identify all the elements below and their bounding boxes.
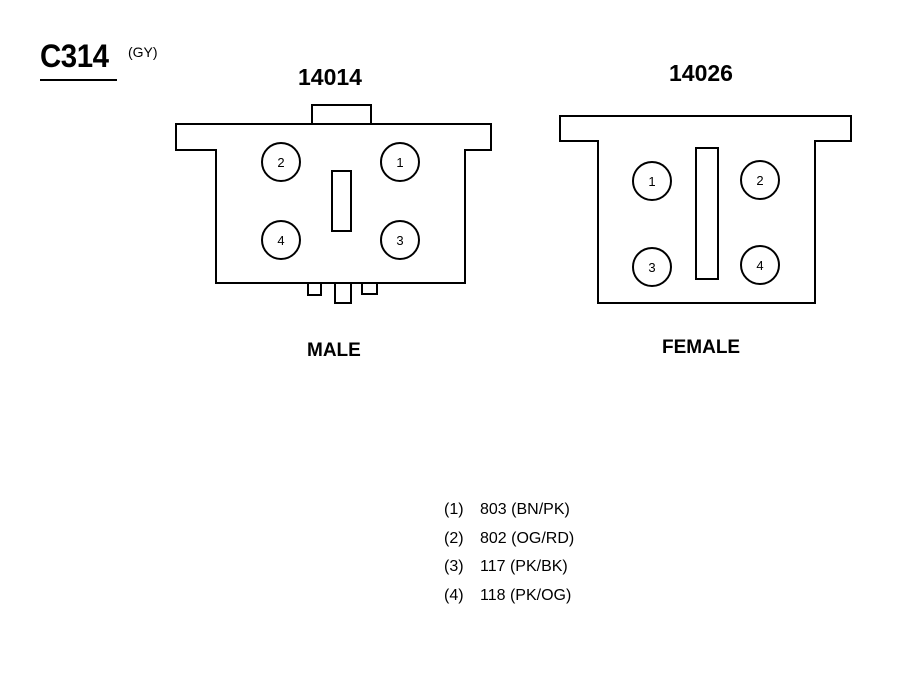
pinout-row: (2) 802 (OG/RD)	[444, 525, 574, 554]
female-pin-circle	[740, 160, 780, 200]
pinout-circuit: 118 (PK/OG)	[480, 586, 572, 604]
pinout-row: (3) 117 (PK/BK)	[444, 553, 574, 582]
male-key-slot	[331, 170, 352, 232]
female-pin-label: 1	[648, 174, 655, 189]
male-pin-circle	[261, 220, 301, 260]
female-pin-circle	[632, 247, 672, 287]
pinout-row: (1) 803 (BN/PK)	[444, 496, 574, 525]
pinout-pin: (2)	[444, 529, 464, 547]
connector-color-code: (GY)	[128, 44, 158, 60]
female-pin-label: 4	[756, 258, 763, 273]
female-pin-circle	[632, 161, 672, 201]
male-pin-label: 3	[396, 233, 403, 248]
male-pin-circle	[380, 220, 420, 260]
female-connector-body	[559, 115, 852, 304]
female-pin-label: 3	[648, 260, 655, 275]
female-key-slot	[695, 147, 719, 280]
pinout-circuit: 802 (OG/RD)	[480, 529, 575, 547]
male-pin-label: 4	[277, 233, 284, 248]
pinout-circuit: 117 (PK/BK)	[480, 558, 568, 575]
connector-id: C314	[40, 38, 109, 74]
female-pin-circle	[740, 245, 780, 285]
title-underline	[40, 79, 117, 81]
pinout-pin: (4)	[444, 586, 464, 604]
male-pin-label: 2	[277, 155, 284, 170]
pinout-circuit: 803 (BN/PK)	[480, 501, 570, 518]
pinout-list: (1) 803 (BN/PK) (2) 802 (OG/RD) (3) 117 (PK…	[444, 496, 574, 610]
male-label: MALE	[307, 340, 361, 361]
pinout-row: (4) 118 (PK/OG)	[444, 582, 574, 611]
male-part-number: 14014	[298, 64, 362, 90]
male-pin-label: 1	[396, 155, 403, 170]
female-label: FEMALE	[662, 337, 741, 358]
pinout-pin: (3)	[444, 558, 464, 575]
male-connector-body	[175, 104, 492, 304]
male-pin-circle	[261, 142, 301, 182]
female-pin-label: 2	[756, 173, 763, 188]
pinout-pin: (1)	[444, 501, 464, 518]
female-part-number: 14026	[669, 60, 733, 86]
male-pin-circle	[380, 142, 420, 182]
